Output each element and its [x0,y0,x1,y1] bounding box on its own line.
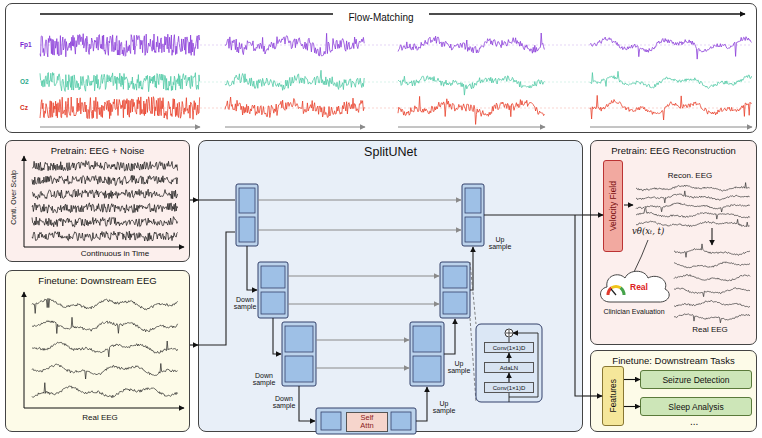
task-box: Seizure Detection [640,370,752,389]
node-text: Seizure Detection [662,375,729,385]
node-text: Pretrain: EEG Reconstruction [591,145,756,156]
features-box: Features [602,366,624,426]
node-text: Velocity Field [608,181,618,231]
channel-name: Fp1 [20,42,32,49]
layer-box: Conv(1×1)D [484,342,534,353]
cloud-outline [601,271,670,302]
node-text: Conv(1×1)D [493,385,526,391]
axis-label: Continuous in Time [60,250,170,258]
evaluation-cloud: RealClinician Evaluation [596,268,672,326]
gauge-arc [612,286,621,287]
signal-label: Recon. EEG [655,172,725,180]
node-text: Clinician Evaluation [596,308,672,315]
model-panel: SplitUNetSelf Attn Conv(1×1)D AdaLN Conv(1×… [198,140,583,432]
formula: vθ(xₜ, t) [632,227,664,236]
node-text: Flow-Matching [333,11,429,24]
connector [190,199,198,200]
input-panel: Finetune: Downstream EEG [5,270,190,432]
channel-name: O2 [20,79,29,86]
flow-panel: Flow-Matching [5,3,757,133]
axis-label: Conti. Over Scalp [10,170,17,225]
ellipsis: ... [690,417,698,428]
node-text: Self Attn [355,414,379,430]
channel-name: Cz [20,105,28,112]
input-panel: Pretrain: EEG + Noise [5,140,190,262]
node-text: Pretrain: EEG + Noise [6,145,189,156]
gauge-arc [608,288,612,295]
node-text: Finetune: Downstream Tasks [591,355,756,366]
step-label: Down sample [232,296,258,311]
step-label: Down sample [250,372,278,387]
output-panel: Pretrain: EEG ReconstructionVelocity Fie… [590,140,757,345]
axis-label: Real EEG [60,414,140,422]
attention-box: Self Attn [346,412,388,432]
node-text: Real [630,282,648,292]
layer-box: AdaLN [484,362,534,373]
node-text: SplitUNet [199,145,582,159]
node-text: AdaLN [500,365,518,371]
step-label: Up sample [486,236,514,251]
step-label: Down sample [270,395,298,410]
gauge-arc [621,288,625,295]
node-text: Finetune: Downstream EEG [6,275,189,286]
connector [190,344,198,345]
node-text: Conv(1×1)D [493,345,526,351]
task-box: Sleep Analysis [640,397,752,416]
signal-label: Real EEG [682,326,738,334]
gauge-needle [611,289,616,295]
step-label: Up sample [430,400,458,415]
node-text: Sleep Analysis [668,402,723,412]
step-label: Up sample [446,360,472,375]
layer-box: Conv(1×1)D [484,382,534,393]
velocity-box: Velocity Field [603,160,623,252]
output-panel: Finetune: Downstream TasksFeatures Seizur… [590,350,757,432]
node-text: Features [608,379,618,413]
